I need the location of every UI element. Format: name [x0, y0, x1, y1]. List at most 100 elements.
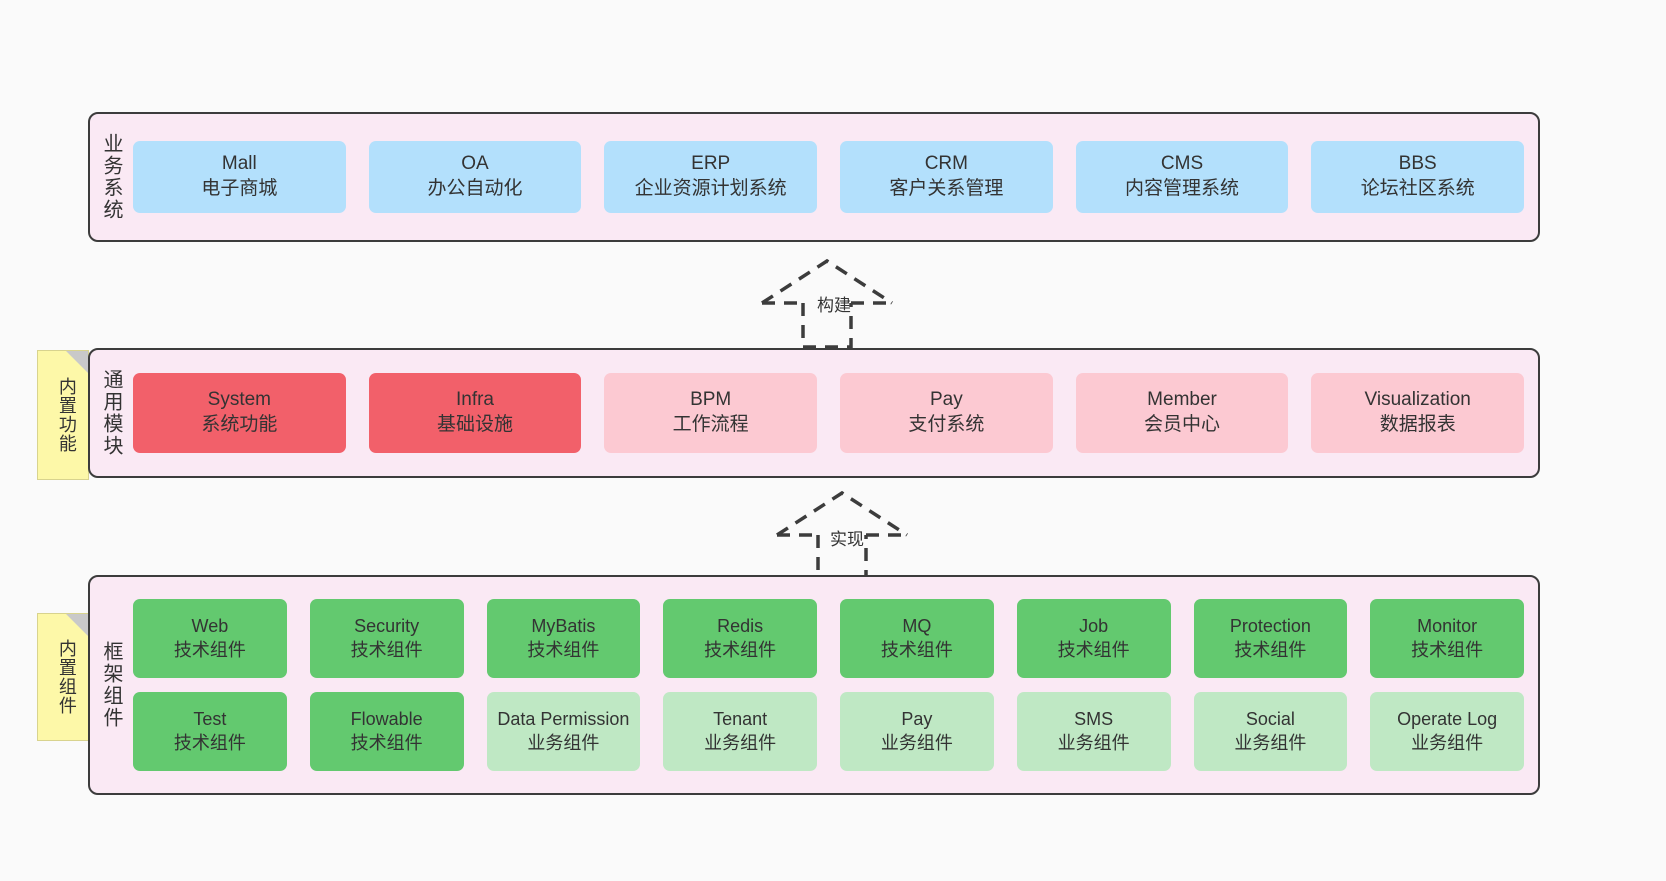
node-security-en: Security — [354, 616, 420, 637]
node-bbs-cn: 论坛社区系统 — [1360, 178, 1475, 199]
node-monitor-en: Monitor — [1417, 616, 1478, 637]
node-operate-log-en: Operate Log — [1397, 709, 1498, 730]
note-builtin-features-text: 内置功能 — [56, 377, 77, 453]
node-member-cn: 会员中心 — [1144, 414, 1221, 435]
node-bpm-en: BPM — [690, 389, 732, 411]
node-protection-en: Protection — [1229, 616, 1311, 637]
node-sms[interactable]: SMS 业务组件 — [1016, 692, 1171, 771]
connector-build: 构建 — [757, 255, 927, 350]
node-redis-en: Redis — [717, 616, 764, 637]
node-visualization[interactable]: Visualization 数据报表 — [1311, 373, 1525, 453]
layer-framework-components: 框架组件 Web 技术组件 Security 技术组件 MyBatis 技术组件… — [88, 575, 1540, 795]
node-flowable-cn: 技术组件 — [350, 732, 423, 753]
node-erp-cn: 企业资源计划系统 — [634, 178, 787, 199]
node-monitor[interactable]: Monitor 技术组件 — [1370, 599, 1524, 678]
node-member[interactable]: Member 会员中心 — [1075, 373, 1289, 453]
node-flowable[interactable]: Flowable 技术组件 — [309, 692, 464, 771]
note-fold-corner-icon — [66, 614, 88, 636]
node-cms-cn: 内容管理系统 — [1125, 178, 1240, 199]
node-mall[interactable]: Mall 电子商城 — [133, 141, 346, 213]
node-bbs-en: BBS — [1398, 153, 1437, 175]
node-system[interactable]: System 系统功能 — [133, 373, 346, 453]
node-pay-module[interactable]: Pay 支付系统 — [840, 373, 1053, 453]
node-pay-component-cn: 业务组件 — [880, 732, 953, 753]
node-bbs[interactable]: BBS 论坛社区系统 — [1311, 141, 1525, 213]
modules-node-row: System 系统功能 Infra 基础设施 BPM 工作流程 Pay 支付系统… — [133, 373, 1525, 453]
framework-node-row-1: Web 技术组件 Security 技术组件 MyBatis 技术组件 Redi… — [133, 599, 1524, 678]
node-member-en: Member — [1147, 389, 1217, 411]
layer-modules-title: 通用模块 — [100, 369, 122, 457]
node-job[interactable]: Job 技术组件 — [1016, 599, 1171, 678]
node-security-cn: 技术组件 — [350, 639, 423, 660]
node-bpm-cn: 工作流程 — [672, 414, 749, 435]
connector-implement: 实现 — [772, 487, 942, 582]
layer-business-title: 业务系统 — [100, 133, 122, 221]
layer-framework-title: 框架组件 — [100, 641, 122, 729]
node-protection-cn: 技术组件 — [1234, 639, 1307, 660]
node-job-cn: 技术组件 — [1057, 639, 1130, 660]
node-mq-en: MQ — [902, 616, 932, 637]
node-redis-cn: 技术组件 — [704, 639, 777, 660]
node-mq[interactable]: MQ 技术组件 — [840, 599, 994, 678]
node-sms-en: SMS — [1074, 709, 1114, 730]
node-pay-module-cn: 支付系统 — [908, 414, 985, 435]
node-bpm[interactable]: BPM 工作流程 — [604, 373, 818, 453]
node-oa[interactable]: OA 办公自动化 — [368, 141, 582, 213]
node-web[interactable]: Web 技术组件 — [133, 599, 287, 678]
node-job-en: Job — [1079, 616, 1109, 637]
node-security[interactable]: Security 技术组件 — [309, 599, 464, 678]
connector-build-label: 构建 — [817, 296, 851, 315]
node-mybatis[interactable]: MyBatis 技术组件 — [486, 599, 641, 678]
node-crm[interactable]: CRM 客户关系管理 — [840, 141, 1053, 213]
node-oa-en: OA — [461, 153, 489, 175]
note-builtin-components: 内置组件 — [37, 613, 89, 741]
node-sms-cn: 业务组件 — [1057, 732, 1130, 753]
node-infra-cn: 基础设施 — [437, 414, 514, 435]
layer-modules-body: System 系统功能 Infra 基础设施 BPM 工作流程 Pay 支付系统… — [127, 350, 1538, 476]
node-tenant[interactable]: Tenant 业务组件 — [663, 692, 817, 771]
node-operate-log-cn: 业务组件 — [1411, 732, 1484, 753]
node-data-permission-en: Data Permission — [497, 709, 630, 730]
node-social[interactable]: Social 业务组件 — [1193, 692, 1348, 771]
node-redis[interactable]: Redis 技术组件 — [663, 599, 817, 678]
node-protection[interactable]: Protection 技术组件 — [1193, 599, 1348, 678]
layer-business-body: Mall 电子商城 OA 办公自动化 ERP 企业资源计划系统 CRM 客户关系… — [127, 114, 1538, 240]
node-oa-cn: 办公自动化 — [427, 178, 523, 199]
layer-common-modules: 通用模块 System 系统功能 Infra 基础设施 BPM 工作流程 Pay… — [88, 348, 1540, 478]
node-social-en: Social — [1245, 709, 1295, 730]
node-mall-en: Mall — [221, 153, 257, 175]
business-node-row: Mall 电子商城 OA 办公自动化 ERP 企业资源计划系统 CRM 客户关系… — [133, 141, 1525, 213]
node-test[interactable]: Test 技术组件 — [133, 692, 287, 771]
layer-business-systems: 业务系统 Mall 电子商城 OA 办公自动化 ERP 企业资源计划系统 CRM… — [88, 112, 1540, 242]
node-cms-en: CMS — [1160, 153, 1204, 175]
node-web-cn: 技术组件 — [173, 639, 246, 660]
node-mybatis-cn: 技术组件 — [527, 639, 600, 660]
node-mq-cn: 技术组件 — [880, 639, 953, 660]
dashed-generalization-arrow-icon — [761, 258, 893, 349]
node-tenant-cn: 业务组件 — [704, 732, 777, 753]
node-social-cn: 业务组件 — [1234, 732, 1307, 753]
node-flowable-en: Flowable — [350, 709, 423, 730]
framework-node-row-2: Test 技术组件 Flowable 技术组件 Data Permission … — [133, 692, 1524, 771]
node-data-permission[interactable]: Data Permission 业务组件 — [486, 692, 641, 771]
node-operate-log[interactable]: Operate Log 业务组件 — [1370, 692, 1524, 771]
connector-implement-label: 实现 — [830, 530, 864, 549]
node-pay-component-en: Pay — [901, 709, 933, 730]
node-infra[interactable]: Infra 基础设施 — [368, 373, 582, 453]
layer-framework-body: Web 技术组件 Security 技术组件 MyBatis 技术组件 Redi… — [127, 577, 1538, 793]
node-visualization-en: Visualization — [1364, 389, 1471, 411]
node-mall-cn: 电子商城 — [201, 178, 278, 199]
node-cms[interactable]: CMS 内容管理系统 — [1075, 141, 1289, 213]
note-fold-corner-icon — [66, 351, 88, 373]
node-visualization-cn: 数据报表 — [1379, 414, 1456, 435]
node-monitor-cn: 技术组件 — [1411, 639, 1484, 660]
node-pay-module-en: Pay — [929, 389, 963, 411]
node-system-en: System — [207, 389, 272, 411]
node-crm-en: CRM — [924, 153, 968, 175]
note-builtin-features: 内置功能 — [37, 350, 89, 480]
node-system-cn: 系统功能 — [201, 414, 278, 435]
node-erp[interactable]: ERP 企业资源计划系统 — [604, 141, 818, 213]
node-pay-component[interactable]: Pay 业务组件 — [840, 692, 994, 771]
node-erp-en: ERP — [691, 153, 731, 175]
